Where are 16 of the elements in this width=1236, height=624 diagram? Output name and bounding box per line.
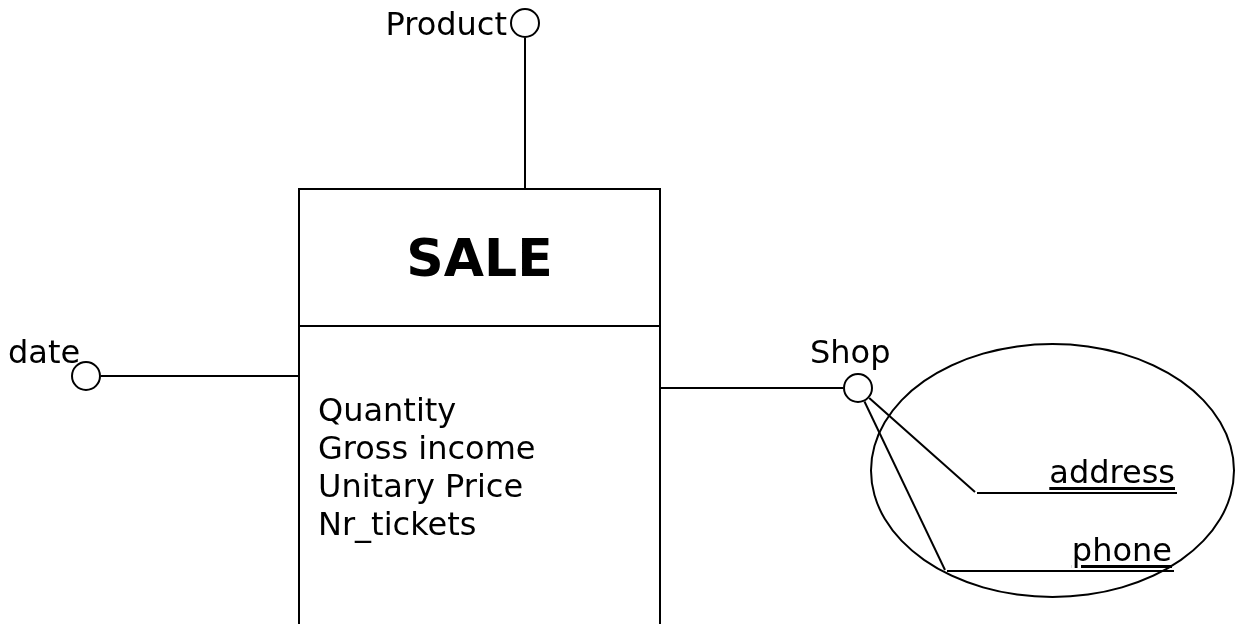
measure-label: Gross income: [318, 429, 537, 467]
connector-line: [868, 396, 976, 493]
connector-line: [524, 37, 526, 189]
attribute-label: phone: [947, 528, 1174, 572]
fact-name: SALE: [406, 226, 553, 290]
measure-label: Quantity: [318, 391, 458, 429]
dimension-label: Product: [384, 4, 507, 44]
fact-box: [298, 188, 661, 624]
dimension-label: date: [8, 332, 82, 372]
dimension-label: Shop: [810, 332, 892, 372]
connector-line: [863, 400, 946, 571]
connector-line: [660, 387, 844, 389]
attribute-label: address: [977, 448, 1177, 494]
measure-label: Nr_tickets: [318, 505, 478, 543]
connector-line: [100, 375, 299, 377]
measure-label: Unitary Price: [318, 467, 525, 505]
